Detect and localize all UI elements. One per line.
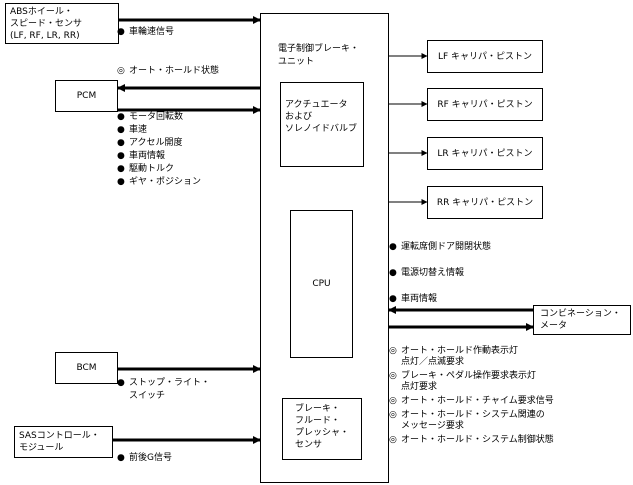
brake-fluid-pressure-sensor-box: ブレーキ・ フルード・ プレッシャ・ センサ (282, 398, 362, 460)
solid-bullet-icon: ● (117, 112, 125, 122)
signal-label: ブレーキ・ペダル操作要求表示灯 点灯要求 (401, 371, 537, 392)
signal-item: ● 車速 (117, 124, 201, 137)
rf-caliper-piston-box: RF キャリパ・ピストン (427, 88, 543, 121)
signal-label: 電源切替え情報 (401, 268, 465, 278)
solid-bullet-icon: ● (117, 138, 125, 148)
signal-item: ◎ オート・ホールド状態 (117, 65, 219, 78)
signal-label: 駆動トルク (129, 164, 175, 174)
abs-signal-list: ● 車輪速信号 (117, 26, 174, 39)
signal-label: 運転席側ドア開閉状態 (401, 242, 492, 252)
signal-item: ◎ オート・ホールド・システム関連の メッセージ要求 (389, 410, 554, 432)
signal-item: ● 車輪速信号 (117, 26, 174, 39)
signal-item: ● 電源切替え情報 (389, 260, 491, 286)
signal-item: ● 車両情報 (117, 150, 201, 163)
solid-bullet-icon: ● (117, 27, 125, 37)
signal-label: 車両情報 (401, 294, 438, 304)
signal-label: オート・ホールド状態 (129, 66, 220, 76)
solid-bullet-icon: ● (117, 151, 125, 161)
signal-item: ◎ ブレーキ・ペダル操作要求表示灯 点灯要求 (389, 371, 554, 393)
solid-bullet-icon: ● (117, 453, 125, 463)
actuator-solenoid-box: アクチュエータ および ソレノイドバルブ (280, 82, 364, 167)
signal-label: オート・ホールド作動表示灯 点灯／点滅要求 (401, 346, 519, 367)
abs-wheel-speed-sensor-box: ABSホイール・ スピード・センサ (LF, RF, LR, RR) (5, 3, 119, 44)
rr-caliper-piston-box: RR キャリパ・ピストン (427, 186, 543, 219)
double-circle-bullet-icon: ◎ (389, 346, 397, 356)
signal-label: 車速 (129, 125, 148, 135)
solid-bullet-icon: ● (117, 125, 125, 135)
double-circle-bullet-icon: ◎ (117, 66, 125, 76)
signal-item: ● 運転席側ドア開閉状態 (389, 234, 491, 260)
pcm-output-signal-list: ◎ オート・ホールド状態 (117, 65, 219, 78)
signal-label: 前後G信号 (129, 453, 172, 463)
double-circle-bullet-icon: ◎ (389, 396, 397, 406)
bcm-signal-list: ● ストップ・ライト・ スイッチ (117, 377, 210, 403)
lf-caliper-piston-box: LF キャリパ・ピストン (427, 40, 543, 73)
signal-label: アクセル開度 (129, 138, 183, 148)
sas-control-module-box: SASコントロール・ モジュール (14, 426, 113, 458)
solid-bullet-icon: ● (117, 378, 125, 388)
signal-label: ギヤ・ポジション (129, 177, 202, 187)
solid-bullet-icon: ● (389, 242, 397, 252)
pcm-input-signal-list: ● モータ回転数 ● 車速 ● アクセル開度 ● 車両情報 ● 駆動トルク ● ギヤ・ポジション (117, 111, 201, 189)
cpu-box: CPU (290, 210, 353, 358)
double-circle-bullet-icon: ◎ (389, 410, 397, 420)
signal-label: モータ回転数 (129, 112, 184, 122)
solid-bullet-icon: ● (389, 268, 397, 278)
signal-item: ● 駆動トルク (117, 163, 201, 176)
unit-title: 電子制御ブレーキ・ ユニット (278, 44, 360, 67)
signal-label: 車両情報 (129, 151, 166, 161)
signal-item: ● ストップ・ライト・ スイッチ (117, 377, 210, 403)
signal-item: ● アクセル開度 (117, 137, 201, 150)
signal-label: オート・ホールド・システム制御状態 (401, 435, 554, 445)
bcm-box: BCM (55, 352, 118, 384)
combination-meter-box: コンビネーション・ メータ (533, 305, 631, 335)
signal-item: ◎ オート・ホールド・システム制御状態 (389, 435, 554, 446)
signal-item: ● 前後G信号 (117, 452, 172, 465)
sas-signal-list: ● 前後G信号 (117, 452, 172, 465)
solid-bullet-icon: ● (117, 177, 125, 187)
signal-item: ● ギヤ・ポジション (117, 176, 201, 189)
signal-item: ◎ オート・ホールド・チャイム要求信号 (389, 396, 554, 407)
solid-bullet-icon: ● (117, 164, 125, 174)
meter-input-signal-list: ● 運転席側ドア開閉状態 ● 電源切替え情報 ● 車両情報 (389, 234, 491, 312)
double-circle-bullet-icon: ◎ (389, 371, 397, 381)
signal-item: ◎ オート・ホールド作動表示灯 点灯／点滅要求 (389, 346, 554, 368)
signal-item: ● 車両情報 (389, 286, 491, 312)
signal-label: ストップ・ライト・ スイッチ (129, 378, 211, 401)
signal-label: オート・ホールド・システム関連の メッセージ要求 (401, 410, 545, 431)
solid-bullet-icon: ● (389, 294, 397, 304)
pcm-box: PCM (55, 80, 118, 112)
signal-label: オート・ホールド・チャイム要求信号 (401, 396, 554, 406)
meter-output-signal-list: ◎ オート・ホールド作動表示灯 点灯／点滅要求 ◎ ブレーキ・ペダル操作要求表示灯 点… (389, 346, 554, 449)
signal-label: 車輪速信号 (129, 27, 175, 37)
double-circle-bullet-icon: ◎ (389, 435, 397, 445)
signal-item: ● モータ回転数 (117, 111, 201, 124)
lr-caliper-piston-box: LR キャリパ・ピストン (427, 137, 543, 170)
